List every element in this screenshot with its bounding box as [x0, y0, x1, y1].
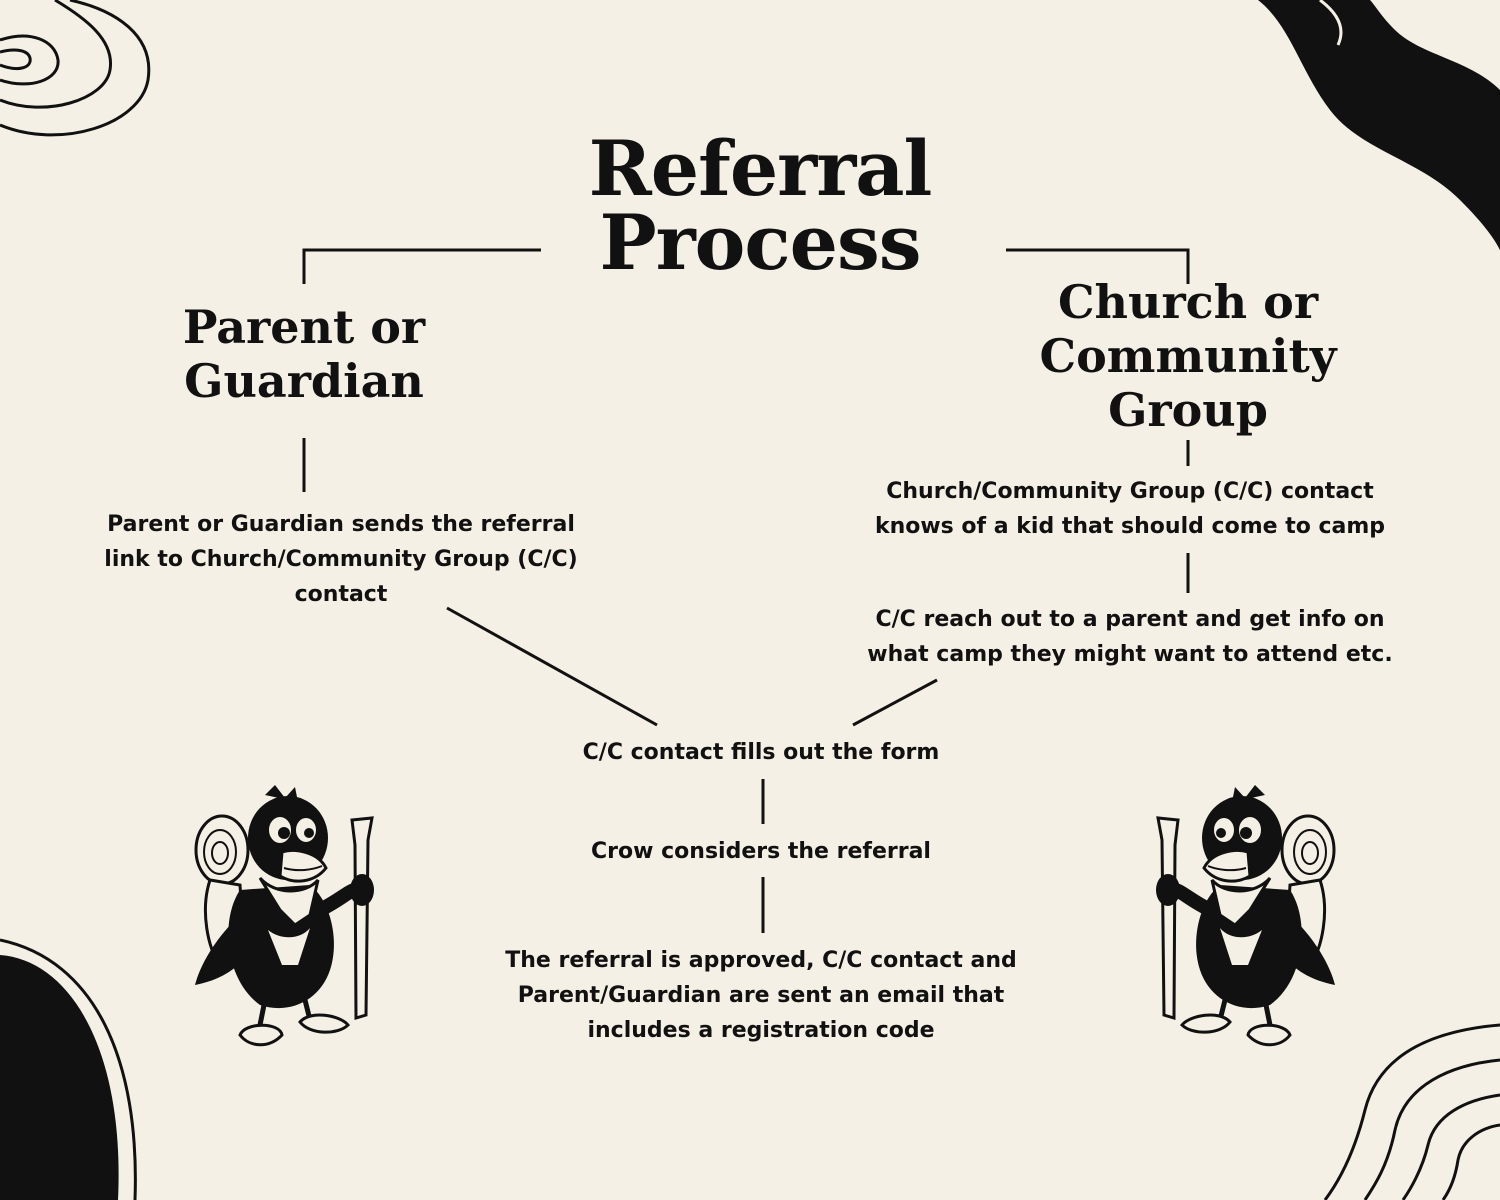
bottomleft-blob-decoration [0, 938, 137, 1200]
topright-wave-outline-decoration [1258, 0, 1500, 250]
page-title: Referral Process [500, 124, 1020, 287]
cc-reach-out-parent-step: C/C reach out to a parent and get info o… [867, 607, 1393, 667]
church-community-heading: Church or Community Group [1023, 275, 1353, 437]
parent-guardian-heading: Parent or Guardian [154, 300, 454, 408]
parent-heading-line2: Guardian [184, 354, 424, 408]
cc-knows-kid-step: Church/Community Group (C/C) contact kno… [874, 479, 1386, 539]
title-line1: Referral [588, 124, 933, 213]
title-to-right-connector [1006, 248, 1190, 284]
church-heading-line1: Church or [1057, 275, 1319, 329]
left-step-to-form-connector [446, 606, 658, 727]
bottomright-contour-decoration [1323, 1023, 1500, 1200]
title-to-left-connector [302, 248, 541, 284]
church-heading-line3: Group [1108, 383, 1268, 437]
referral-approved-step: The referral is approved, C/C contact an… [505, 948, 1017, 1043]
topright-wave-highlight-decoration [1319, 0, 1343, 46]
right-step-to-form-connector [852, 678, 938, 727]
parent-heading-line1: Parent or [182, 300, 426, 354]
topleft-contour-decoration [0, 0, 151, 137]
title-line2: Process [599, 198, 921, 287]
crow-considers-step: Crow considers the referral [591, 839, 931, 864]
cc-fills-form-step: C/C contact fills out the form [582, 740, 940, 765]
church-heading-line2: Community [1039, 329, 1337, 383]
parent-sends-link-step: Parent or Guardian sends the referral li… [104, 512, 578, 607]
